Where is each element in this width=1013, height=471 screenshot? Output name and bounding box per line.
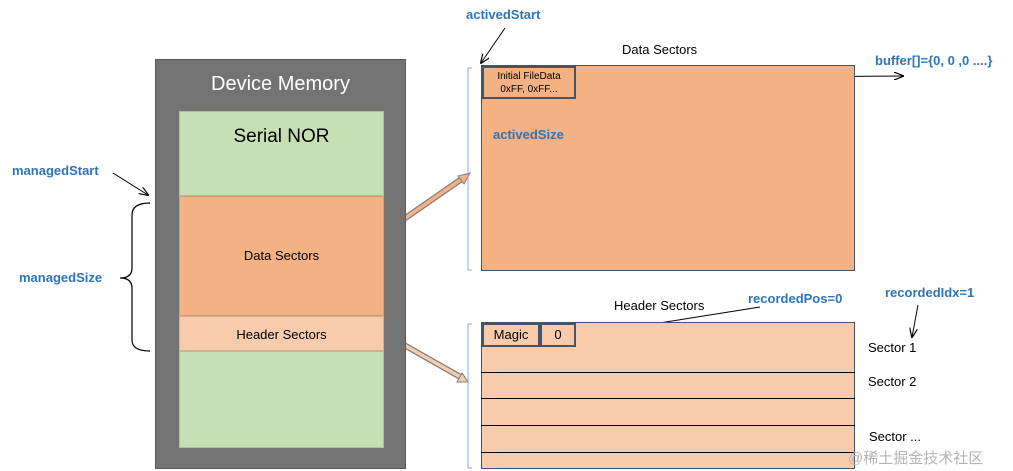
- serial-nor-region: [179, 111, 384, 196]
- data-sectors-region: [179, 196, 384, 316]
- actived-start-arrow: [481, 27, 506, 63]
- position-cell: 0: [540, 323, 576, 347]
- initial-filedata-box: Initial FileData 0xFF, 0xFF...: [482, 66, 576, 99]
- managed-size-label: managedSize: [19, 270, 103, 285]
- actived-size-label: activedSize: [493, 127, 564, 142]
- data-panel-bracket: [467, 67, 472, 271]
- data-panel-title: Data Sectors: [622, 42, 698, 57]
- header-panel-bracket: [467, 323, 472, 469]
- magic-cell: Magic: [482, 323, 540, 347]
- actived-start-label: activedStart: [466, 7, 541, 22]
- header-sectors-region-label: Header Sectors: [236, 327, 327, 342]
- managed-size-brace: [119, 202, 151, 352]
- managed-start-label: managedStart: [12, 163, 99, 178]
- position-value: 0: [554, 327, 562, 342]
- sector-more-label: Sector ...: [869, 429, 922, 444]
- device-memory-title: Device Memory: [211, 73, 350, 95]
- header-panel-title: Header Sectors: [614, 298, 705, 313]
- initial-filedata-line1: Initial FileData: [497, 71, 561, 82]
- watermark: @稀土掘金技术社区: [848, 450, 984, 467]
- sector-divider: [481, 372, 855, 373]
- data-sectors-panel: [481, 65, 855, 271]
- unmanaged-region: [179, 351, 384, 448]
- recorded-idx-label: recordedIdx=1: [885, 285, 975, 300]
- sector-divider: [481, 452, 855, 453]
- sector-divider: [481, 398, 855, 399]
- serial-nor-label: Serial NOR: [233, 126, 330, 147]
- data-sectors-region-label: Data Sectors: [243, 248, 320, 263]
- initial-filedata-line2: 0xFF, 0xFF...: [500, 84, 558, 95]
- managed-start-arrow: [112, 172, 148, 195]
- header-sectors-region: [179, 316, 384, 351]
- buffer-label: buffer[]={0, 0 ,0 ....}: [875, 53, 993, 68]
- sector-divider: [481, 425, 855, 426]
- magic-text: Magic: [493, 327, 529, 342]
- recorded-idx-arrow: [912, 304, 919, 337]
- sector-1-label: Sector 1: [868, 340, 917, 355]
- recorded-pos-label: recordedPos=0: [748, 291, 843, 306]
- sector-2-label: Sector 2: [868, 374, 917, 389]
